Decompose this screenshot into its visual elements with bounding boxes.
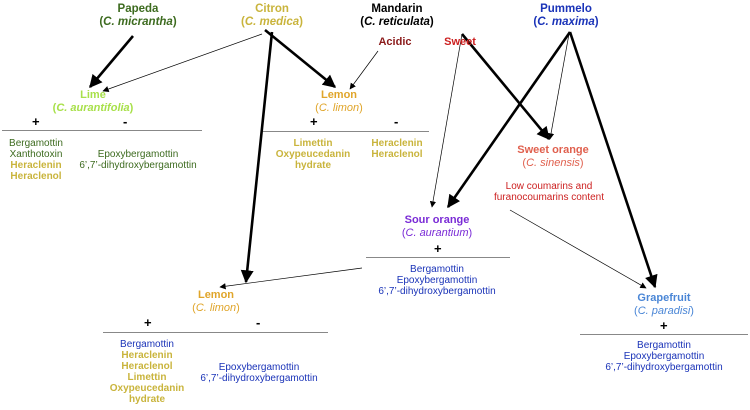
lemon-bottom-latin: C. limon xyxy=(195,302,237,314)
lemon-bottom-minus-sign: - xyxy=(256,315,261,330)
lime-compound: Xanthotoxin xyxy=(9,149,63,160)
citron-name: Citron xyxy=(255,3,289,15)
sour-orange-divider xyxy=(366,257,510,258)
lemon-top-compound: Heraclenol xyxy=(371,149,423,160)
mandarin-latin: C. reticulata xyxy=(364,16,430,28)
mandarin-node: Mandarin (C. reticulata) xyxy=(360,3,434,28)
lemon-bottom-compound: Heraclenin xyxy=(121,350,173,361)
lemon-top-latin: C. limon xyxy=(318,102,360,114)
grapefruit-compound: Epoxybergamottin xyxy=(623,351,705,362)
pummelo-latin: C. maxima xyxy=(537,16,595,28)
lemon-bottom-name: Lemon xyxy=(197,289,235,301)
sour-orange-compound: Bergamottin xyxy=(410,264,464,275)
lemon-top-plus-sign: + xyxy=(310,114,318,129)
sweet-label: Sweet xyxy=(444,36,476,48)
sweet-orange-name: Sweet orange xyxy=(517,144,589,156)
lime-compound: 6’,7’-dihydroxybergamottin xyxy=(79,160,197,171)
grapefruit-plus-sign: + xyxy=(660,318,668,333)
sour-orange-plus-sign: + xyxy=(434,241,442,256)
lemon-top-compound: hydrate xyxy=(294,160,332,171)
grapefruit-node: Grapefruit (C. paradisi) xyxy=(634,292,694,317)
lime-plus-sign: + xyxy=(32,114,40,129)
lime-divider xyxy=(2,130,202,131)
pummelo-name: Pummelo xyxy=(540,3,592,15)
grapefruit-divider xyxy=(580,334,748,335)
lemon-bottom-compound: Heraclenol xyxy=(121,361,173,372)
grapefruit-compound: Bergamottin xyxy=(637,340,691,351)
lime-absent-compounds: Epoxybergamottin 6’,7’-dihydroxybergamot… xyxy=(79,149,196,171)
sour-orange-name: Sour orange xyxy=(404,214,470,226)
lemon-top-absent-compounds: Heraclenin Heraclenol xyxy=(371,138,422,160)
grapefruit-present-compounds: Bergamottin Epoxybergamottin 6’,7’-dihyd… xyxy=(605,340,722,373)
lemon-top-compound: Oxypeucedanin xyxy=(275,149,351,160)
arrow-pummelo-to-sweet-orange xyxy=(547,33,570,140)
sour-orange-present-compounds: Bergamottin Epoxybergamottin 6’,7’-dihyd… xyxy=(378,264,495,297)
lemon-bottom-absent-compounds: Epoxybergamottin 6’,7’-dihydroxybergamot… xyxy=(200,362,317,384)
grapefruit-latin: C. paradisi xyxy=(637,305,691,317)
sweet-orange-node: Sweet orange (C. sinensis) xyxy=(517,144,589,169)
arrow-sour-orange-to-lemon-bottom xyxy=(219,267,363,290)
lime-compound: Heraclenin xyxy=(10,160,62,171)
lemon-top-name: Lemon xyxy=(320,89,358,101)
sour-orange-latin: C. aurantium xyxy=(405,227,469,239)
lemon-bottom-compound: Epoxybergamottin xyxy=(218,362,300,373)
pummelo-node: Pummelo (C. maxima) xyxy=(533,3,599,28)
lemon-top-present-compounds: Limettin Oxypeucedanin hydrate xyxy=(276,138,350,171)
lemon-top-divider xyxy=(263,131,429,132)
lime-compound: Heraclenol xyxy=(10,171,62,182)
sweet-orange-note-line: furanocoumarins content xyxy=(493,192,605,203)
lime-compound: Bergamottin xyxy=(9,138,63,149)
lemon-top-compound: Limettin xyxy=(293,138,333,149)
mandarin-name: Mandarin xyxy=(371,3,423,15)
sour-orange-compound: 6’,7’-dihydroxybergamottin xyxy=(378,286,496,297)
lime-compound: Epoxybergamottin xyxy=(97,149,179,160)
arrow-sweet-orange-to-grapefruit xyxy=(509,209,647,289)
arrow-acidic-to-lemon xyxy=(349,50,379,90)
arrow-sweet-to-sour-orange xyxy=(429,33,463,208)
sour-orange-compound: Epoxybergamottin xyxy=(396,275,478,286)
arrow-citron-to-lime xyxy=(102,33,263,93)
papeda-node: Papeda (C. micrantha) xyxy=(99,3,177,28)
sweet-orange-latin: C. sinensis xyxy=(526,157,580,169)
arrow-citron-to-lemon-bottom xyxy=(240,31,274,284)
acidic-label: Acidic xyxy=(378,36,412,48)
lemon-bottom-compound: Oxypeucedanin xyxy=(109,383,185,394)
papeda-name: Papeda xyxy=(117,3,159,15)
grapefruit-name: Grapefruit xyxy=(637,292,691,304)
arrow-pummelo-to-grapefruit xyxy=(568,31,658,289)
lemon-bottom-present-compounds: Bergamottin Heraclenin Heraclenol Limett… xyxy=(110,339,184,405)
lime-present-compounds: Bergamottin Xanthotoxin Heraclenin Herac… xyxy=(9,138,63,182)
lemon-bottom-plus-sign: + xyxy=(144,315,152,330)
citron-latin: C. medica xyxy=(244,16,300,28)
lemon-bottom-divider xyxy=(103,332,328,333)
lemon-bottom-compound: hydrate xyxy=(128,394,166,405)
sour-orange-node: Sour orange (C. aurantium) xyxy=(401,214,473,239)
arrow-pummelo-to-sour-orange xyxy=(446,31,572,209)
papeda-latin: C. micrantha xyxy=(103,16,173,28)
lime-latin: C. aurantifolia xyxy=(56,102,130,114)
lime-minus-sign: - xyxy=(123,114,128,129)
lemon-top-compound: Heraclenin xyxy=(371,138,423,149)
sweet-orange-note-line: Low coumarins and xyxy=(505,181,593,192)
lemon-top-node: Lemon (C. limon) xyxy=(315,89,363,114)
arrow-citron-to-lemon xyxy=(264,28,337,89)
arrow-papeda-to-lime xyxy=(89,35,134,88)
grapefruit-compound: 6’,7’-dihydroxybergamottin xyxy=(605,362,723,373)
lime-node: Lime (C. aurantifolia) xyxy=(52,89,134,114)
lemon-bottom-node: Lemon (C. limon) xyxy=(192,289,240,314)
lemon-bottom-compound: Limettin xyxy=(127,372,167,383)
lime-name: Lime xyxy=(80,89,106,101)
lemon-bottom-compound: Bergamottin xyxy=(120,339,174,350)
citron-node: Citron (C. medica) xyxy=(240,3,304,28)
lemon-top-minus-sign: - xyxy=(394,114,399,129)
lemon-bottom-compound: 6’,7’-dihydroxybergamottin xyxy=(200,373,318,384)
sweet-orange-note: Low coumarins and furanocoumarins conten… xyxy=(494,181,604,203)
arrow-sweet-to-sweet-orange xyxy=(460,33,551,141)
